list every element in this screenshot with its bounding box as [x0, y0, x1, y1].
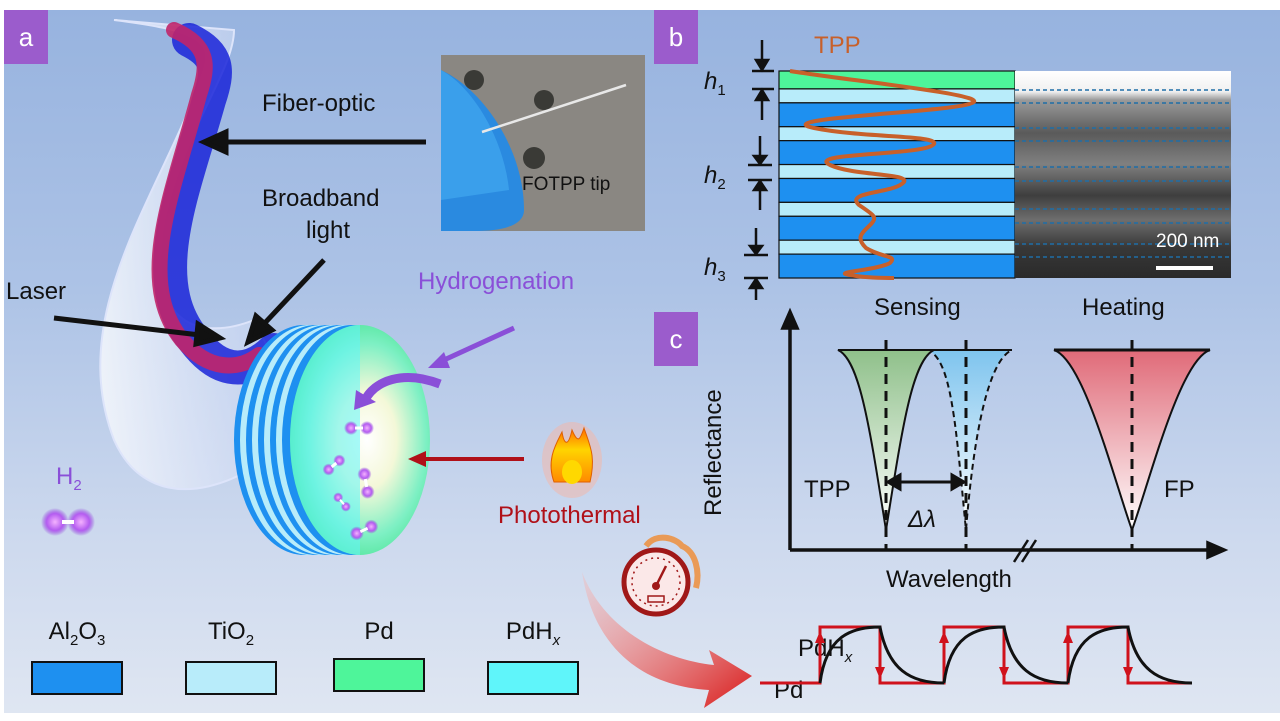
legend-pdhx-swatch: [487, 660, 579, 695]
wavelength-axis-label: Wavelength: [886, 566, 1012, 593]
switch-down-arrow: [875, 667, 885, 679]
switch-up-arrow: [815, 631, 825, 643]
legend-pd-swatch: [333, 658, 425, 692]
fp-label: FP: [1164, 476, 1195, 503]
switch-up-arrow: [939, 631, 949, 643]
panel-a-badge: a: [4, 10, 48, 64]
gauge-icon: [621, 534, 701, 617]
reflectance-axes: [780, 307, 1229, 563]
fiber-optic-arrowhead: [197, 128, 229, 156]
broadband-label: Broadband: [262, 185, 380, 212]
sem-image: [1015, 71, 1231, 278]
sensing-label: Sensing: [874, 294, 961, 321]
tpp-dip-shifted: [925, 349, 1013, 531]
switch-down-arrow: [999, 667, 1009, 679]
h2-molecule-icon: [41, 508, 95, 536]
h3-label: h3: [704, 254, 726, 285]
switching-waveform: [760, 625, 1193, 685]
photothermal-label: Photothermal: [498, 502, 641, 529]
legend-al2o3-label: Al2O3: [48, 618, 106, 649]
scale-bar-label: 200 nm: [1156, 231, 1220, 252]
switch-down-arrow: [1123, 667, 1133, 679]
delta-lambda-label: Δλ: [908, 506, 936, 533]
panel-a-illustration: [41, 19, 752, 708]
heating-label: Heating: [1082, 294, 1165, 321]
legend-pdhx-label: PdHx: [505, 618, 561, 649]
fiber-optic-label: Fiber-optic: [262, 90, 376, 117]
panel-c-schematic: [760, 307, 1229, 685]
flame-icon: [542, 422, 602, 498]
laser-label: Laser: [6, 278, 67, 305]
tpp-label-c: TPP: [804, 476, 851, 503]
panel-c-badge: c: [654, 312, 698, 366]
legend-tio2: TiO2: [176, 618, 286, 695]
axis-break: [1012, 539, 1030, 563]
laser-core: [151, 22, 267, 374]
legend-pd: Pd: [324, 618, 434, 692]
hydrogenation-label: Hydrogenation: [418, 268, 575, 295]
photothermal-arrow: [408, 451, 524, 467]
h-thickness-markers: [744, 40, 774, 300]
panel-b-structure: [744, 40, 1231, 300]
figure-canvas: a: [4, 10, 1280, 713]
heating-swoosh-arrow: [582, 572, 752, 708]
legend-pdhx: PdHx: [478, 618, 588, 695]
sem-layer-guides: [1015, 89, 1231, 258]
fotpp-photo: [441, 55, 645, 231]
hydrogenation-response-curve: [818, 625, 1193, 685]
laser-arrow: [53, 315, 201, 338]
switch-up-arrow: [1063, 631, 1073, 643]
h2-molecules-on-tip: [322, 421, 379, 541]
fiber-in-photo: [481, 83, 627, 134]
fiber-tip-multilayer: [234, 325, 430, 555]
delta-lambda-arrow: [885, 472, 967, 492]
hydrogenation-arrow: [354, 325, 516, 410]
fotpp-tip-label: FOTPP tip: [522, 174, 611, 195]
legend-al2o3: Al2O3: [22, 618, 132, 695]
h1-label: h1: [704, 68, 726, 99]
panel-b-badge: b: [654, 10, 698, 64]
legend-tio2-label: TiO2: [207, 618, 255, 649]
legend-pd-label: Pd: [364, 618, 394, 645]
broadband-arrow: [260, 258, 326, 328]
tpp-label-b: TPP: [814, 32, 861, 59]
legend-tio2-swatch: [185, 660, 277, 695]
h2-label: H2: [56, 463, 82, 494]
h2-thickness-label: h2: [704, 162, 726, 193]
tpp-field-curve: [789, 69, 977, 280]
light-label: light: [306, 217, 351, 244]
legend-al2o3-swatch: [31, 660, 123, 695]
